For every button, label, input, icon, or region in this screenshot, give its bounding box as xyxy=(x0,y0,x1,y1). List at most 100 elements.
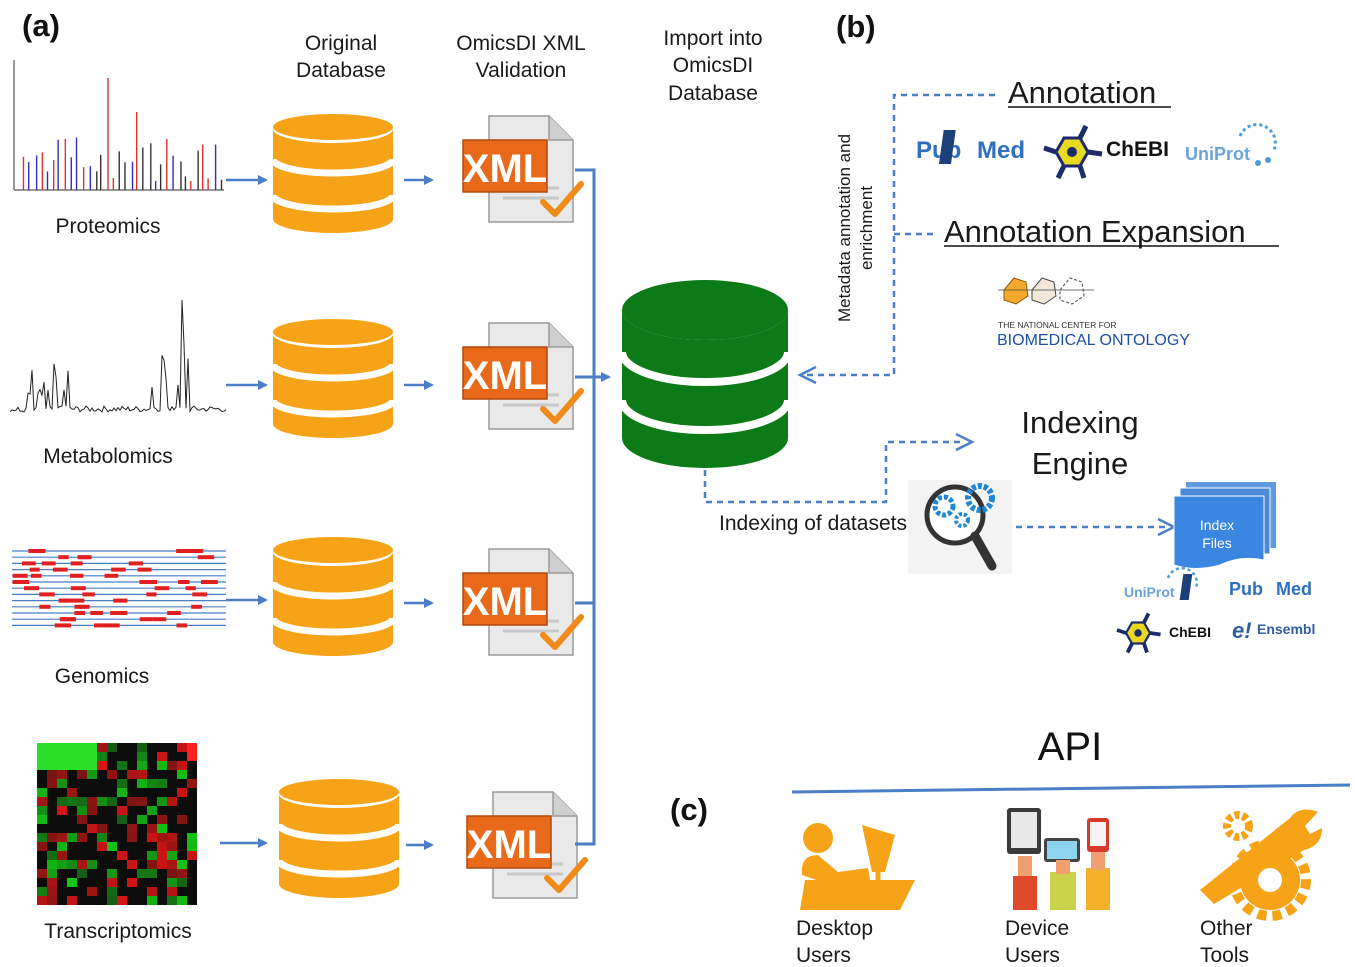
heatmap-cell xyxy=(127,878,137,887)
source-label-transcriptomics: Transcriptomics xyxy=(44,920,191,943)
logo-text: Ensembl xyxy=(1257,621,1315,637)
read-segment xyxy=(192,592,208,597)
metadata-enrichment-connector xyxy=(797,93,995,385)
row-metabolomics: XML xyxy=(226,319,581,438)
ensembl-logo-icon: e! Ensembl xyxy=(1232,618,1315,643)
heatmap-cell xyxy=(67,860,77,869)
heatmap-cell xyxy=(37,896,47,905)
heatmap-cell xyxy=(157,779,167,788)
heatmap-cell xyxy=(57,770,67,779)
logo-text: Med xyxy=(977,137,1025,164)
heatmap-cell xyxy=(187,743,197,752)
heatmap-cell xyxy=(37,761,47,770)
row-transcriptomics: XML xyxy=(220,779,585,898)
heatmap-cell xyxy=(77,761,87,770)
read-segment xyxy=(139,617,153,622)
heatmap-cell xyxy=(37,869,47,878)
heatmap-cell xyxy=(147,887,157,896)
heatmap-cell xyxy=(157,851,167,860)
heatmap-cell xyxy=(137,869,147,878)
read-segment xyxy=(90,611,103,615)
icon-text: Files xyxy=(1202,535,1232,551)
read-segment xyxy=(60,598,75,603)
heatmap-cell xyxy=(77,743,87,752)
read-segment xyxy=(146,592,157,597)
heatmap-cell xyxy=(97,752,107,761)
heatmap-cell xyxy=(127,860,137,869)
title-line: Engine xyxy=(1032,446,1129,481)
logo-text: BIOMEDICAL ONTOLOGY xyxy=(997,332,1190,349)
read-segment xyxy=(176,549,190,553)
heatmap-cell xyxy=(47,896,57,905)
heatmap-cell xyxy=(137,815,147,824)
xml-badge-label: XML xyxy=(467,823,551,867)
header-line: Validation xyxy=(476,59,567,82)
heatmap-cell xyxy=(107,842,117,851)
pubmed-small-logo-icon: Pub Med xyxy=(1179,574,1312,600)
read-segment xyxy=(30,573,42,578)
heatmap-cell xyxy=(97,797,107,806)
source-label-genomics: Genomics xyxy=(55,665,150,688)
header-line: OmicsDI xyxy=(673,54,754,77)
heatmap-cell xyxy=(117,806,127,815)
heatmap-cell xyxy=(187,752,197,761)
chebi-logo-text: ChEBI xyxy=(1106,138,1169,161)
header-line: OmicsDI XML xyxy=(456,32,586,55)
heatmap-cell xyxy=(157,815,167,824)
logo-text: Med xyxy=(1276,579,1312,599)
panel-label-a: (a) xyxy=(22,8,60,43)
read-segment xyxy=(52,567,68,572)
read-segment xyxy=(185,586,196,591)
heatmap-cell xyxy=(177,788,187,797)
read-segment xyxy=(104,573,119,578)
source-label-metabolomics: Metabolomics xyxy=(43,445,173,468)
read-segment xyxy=(74,604,86,609)
heatmap-cell xyxy=(107,797,117,806)
heatmap-cell xyxy=(137,752,147,761)
heatmap-cell xyxy=(57,779,67,788)
heatmap-cell xyxy=(97,833,107,842)
chebi-small-logo-text: ChEBI xyxy=(1169,624,1211,640)
heatmap-cell xyxy=(47,860,57,869)
xml-badge-label: XML xyxy=(463,354,547,398)
heatmap-cell xyxy=(87,770,97,779)
heatmap-cell xyxy=(187,833,197,842)
read-segment xyxy=(23,586,40,591)
indexing-output-connector xyxy=(1016,517,1177,537)
api-title: API xyxy=(1038,725,1102,769)
heatmap-cell xyxy=(37,815,47,824)
heatmap-cell xyxy=(177,761,187,770)
chebi-logo-icon xyxy=(1044,126,1102,178)
heatmap-cell xyxy=(77,869,87,878)
heatmap-cell xyxy=(107,743,117,752)
heatmap-cell xyxy=(187,851,197,860)
header-line: Import into xyxy=(663,27,762,50)
heatmap-cell xyxy=(37,752,47,761)
xml-document-icon: XML xyxy=(463,549,581,655)
heatmap-cell xyxy=(117,896,127,905)
heatmap-cell xyxy=(177,815,187,824)
uniprot-small-logo-icon: UniProt xyxy=(1124,566,1199,600)
desktop-users-label-line2: Users xyxy=(796,944,851,967)
heatmap-cell xyxy=(137,761,147,770)
read-segment xyxy=(178,580,190,584)
heatmap-cell xyxy=(47,779,57,788)
read-segment xyxy=(191,604,202,609)
heatmap-cell xyxy=(87,743,97,752)
heatmap-cell xyxy=(57,743,67,752)
heatmap-cell xyxy=(167,869,177,878)
heatmap-cell xyxy=(37,806,47,815)
heatmap-cell xyxy=(67,797,77,806)
read-segment xyxy=(154,586,170,591)
read-segment xyxy=(54,623,71,628)
heatmap-cell xyxy=(147,833,157,842)
read-segment xyxy=(73,598,85,603)
read-segment xyxy=(28,549,46,553)
api-divider xyxy=(791,783,1351,794)
heatmap-cell xyxy=(67,743,77,752)
transcriptomics-heatmap-icon xyxy=(37,743,197,905)
read-segment xyxy=(12,580,30,584)
heatmap-cell xyxy=(57,806,67,815)
heatmap-cell xyxy=(47,887,57,896)
